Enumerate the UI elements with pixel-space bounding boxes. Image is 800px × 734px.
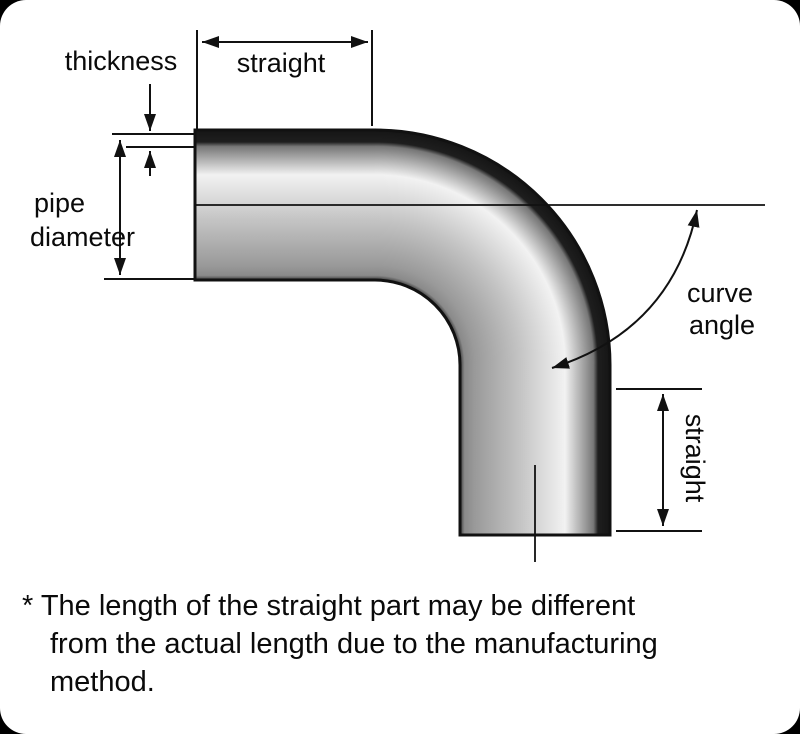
footnote-line2: from the actual length due to the manufa… xyxy=(50,628,658,660)
footnote-line3: method. xyxy=(50,666,155,698)
pipe-bend-section xyxy=(375,130,610,365)
pipe-elbow xyxy=(193,128,612,537)
centerlines xyxy=(195,204,765,562)
pipe-diameter-label-line1: pipe xyxy=(34,188,85,218)
pipe-diameter-dimension xyxy=(104,140,196,280)
angle-arc-arrow xyxy=(551,209,700,369)
straight-bottom-label: straight xyxy=(680,414,710,503)
footnote-line1: * The length of the straight part may be… xyxy=(22,590,635,622)
pipe-diameter-label-line2: diameter xyxy=(30,222,135,252)
footnote: * The length of the straight part may be… xyxy=(22,590,658,698)
curve-angle-label-line1: curve xyxy=(687,278,753,308)
curve-angle-dimension xyxy=(551,209,700,369)
straight-top-label: straight xyxy=(237,48,326,78)
thickness-label: thickness xyxy=(65,46,178,76)
thickness-dimension xyxy=(112,84,196,176)
straight-top-dimension xyxy=(196,30,373,129)
curve-angle-label-line2: angle xyxy=(689,310,755,340)
straight-bottom-dimension xyxy=(616,388,702,532)
